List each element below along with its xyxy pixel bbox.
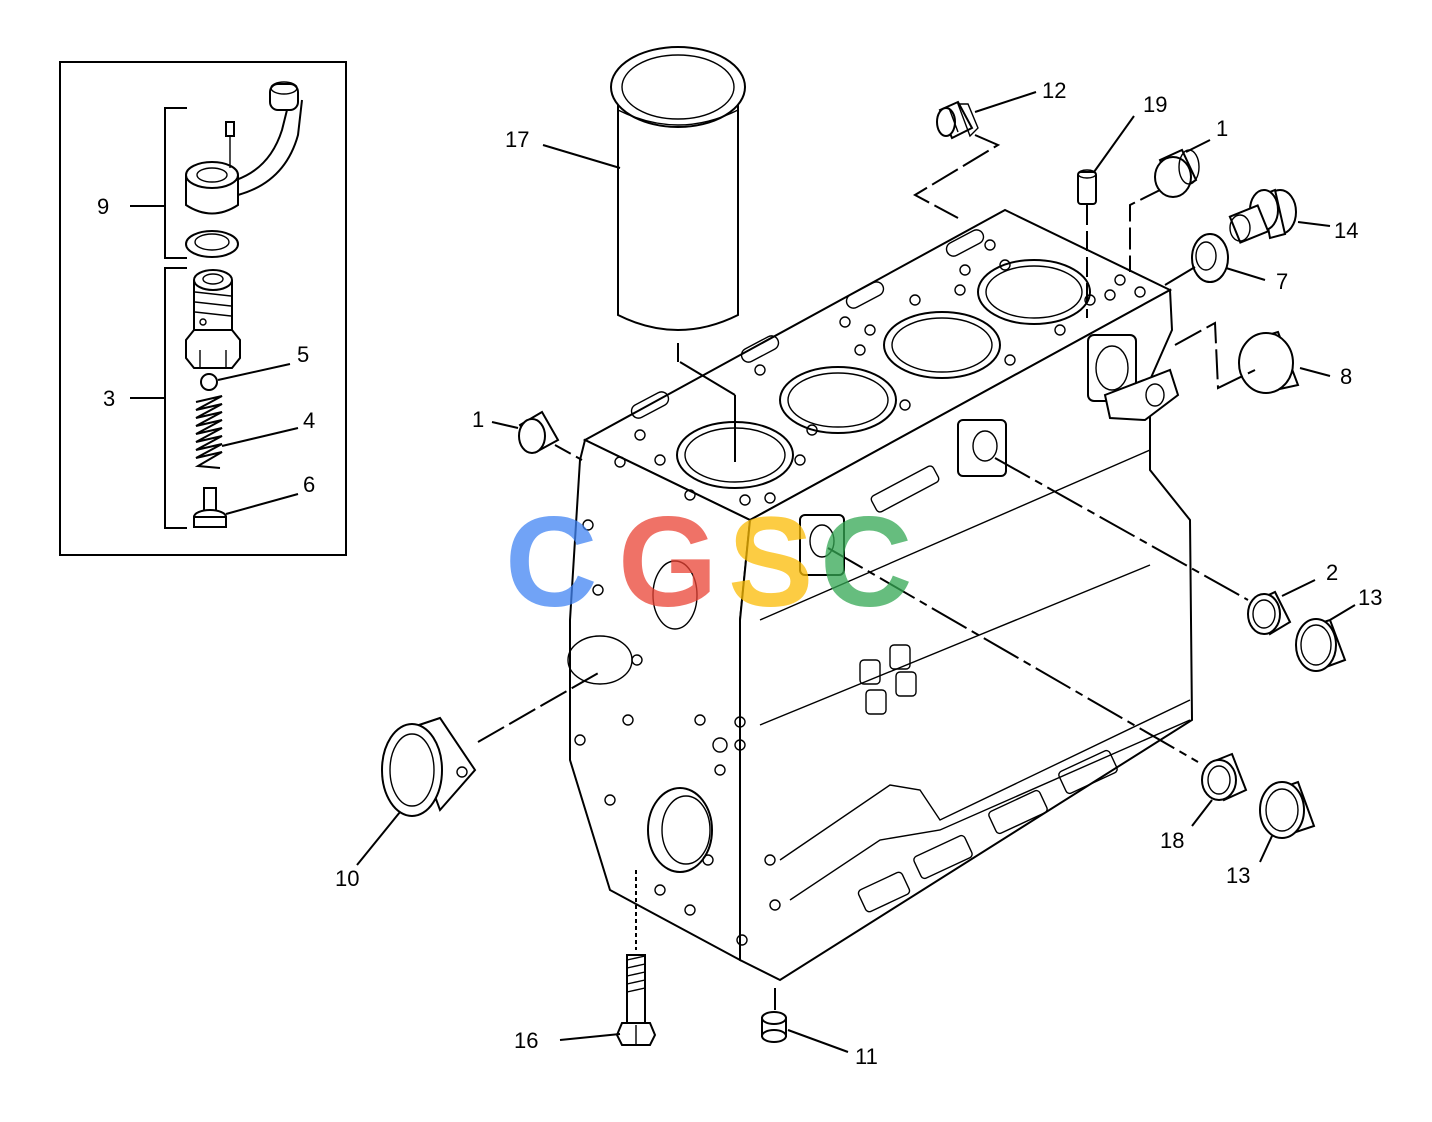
callout-6: 6: [303, 472, 315, 497]
dowel-part-19: [1077, 169, 1097, 205]
callout-11: 11: [855, 1044, 878, 1069]
callout-labels: 9 3 5 4 6 17 12 19 1 14 7 8 1 2 13 18 13…: [97, 78, 1382, 1069]
spring-part: [194, 395, 223, 469]
watermark-letter-g: G: [618, 491, 718, 634]
inset-detail-box: [59, 61, 347, 556]
callout-10: 10: [335, 866, 359, 891]
plug-part-11: [761, 1011, 787, 1043]
pin-part: [193, 487, 227, 528]
banjo-fitting-part: [185, 81, 303, 215]
cylinder-block: [567, 208, 1194, 982]
watermark-logo: C G S C: [505, 491, 912, 634]
callout-13-lower: 13: [1226, 863, 1250, 888]
cap-part-13-upper: [1295, 618, 1347, 672]
callout-3: 3: [103, 386, 115, 411]
callout-12: 12: [1042, 78, 1066, 103]
callout-9: 9: [97, 194, 109, 219]
callout-18: 18: [1160, 828, 1184, 853]
washer-part: [185, 230, 239, 258]
bore-3: [883, 311, 1001, 379]
callout-17: 17: [505, 127, 529, 152]
callout-5: 5: [297, 342, 309, 367]
watermark-letter-s: S: [728, 491, 813, 634]
plug-part-12: [936, 100, 979, 140]
callout-7: 7: [1276, 269, 1288, 294]
bore-4: [977, 259, 1091, 325]
cap-part-13-lower: [1259, 780, 1316, 839]
cup-plug-part-left: [518, 410, 560, 454]
valve-body-part: [185, 269, 241, 369]
cap-part-8: [1238, 330, 1300, 394]
callout-1-top: 1: [1216, 116, 1228, 141]
callout-16: 16: [514, 1028, 538, 1053]
bolt-part-16: [615, 954, 657, 1046]
callout-4: 4: [303, 408, 315, 433]
callout-2: 2: [1326, 560, 1338, 585]
bushing-part-18: [1201, 752, 1248, 802]
callout-19: 19: [1143, 92, 1167, 117]
callout-1-left: 1: [472, 407, 484, 432]
callout-13-upper: 13: [1358, 585, 1382, 610]
bushing-part-10: [381, 716, 477, 817]
cup-plug-part-top: [1154, 148, 1200, 198]
plug-part-14: [1228, 188, 1297, 244]
watermark-letter-c2: C: [820, 491, 912, 634]
callout-14: 14: [1334, 218, 1358, 243]
cylinder-liner-part: [610, 46, 746, 331]
watermark-letter-c1: C: [505, 491, 597, 634]
callout-8: 8: [1340, 364, 1352, 389]
seal-ring-part-7: [1191, 233, 1229, 283]
bushing-part-2: [1247, 590, 1292, 636]
bore-2: [779, 366, 897, 434]
ball-part: [200, 373, 218, 391]
